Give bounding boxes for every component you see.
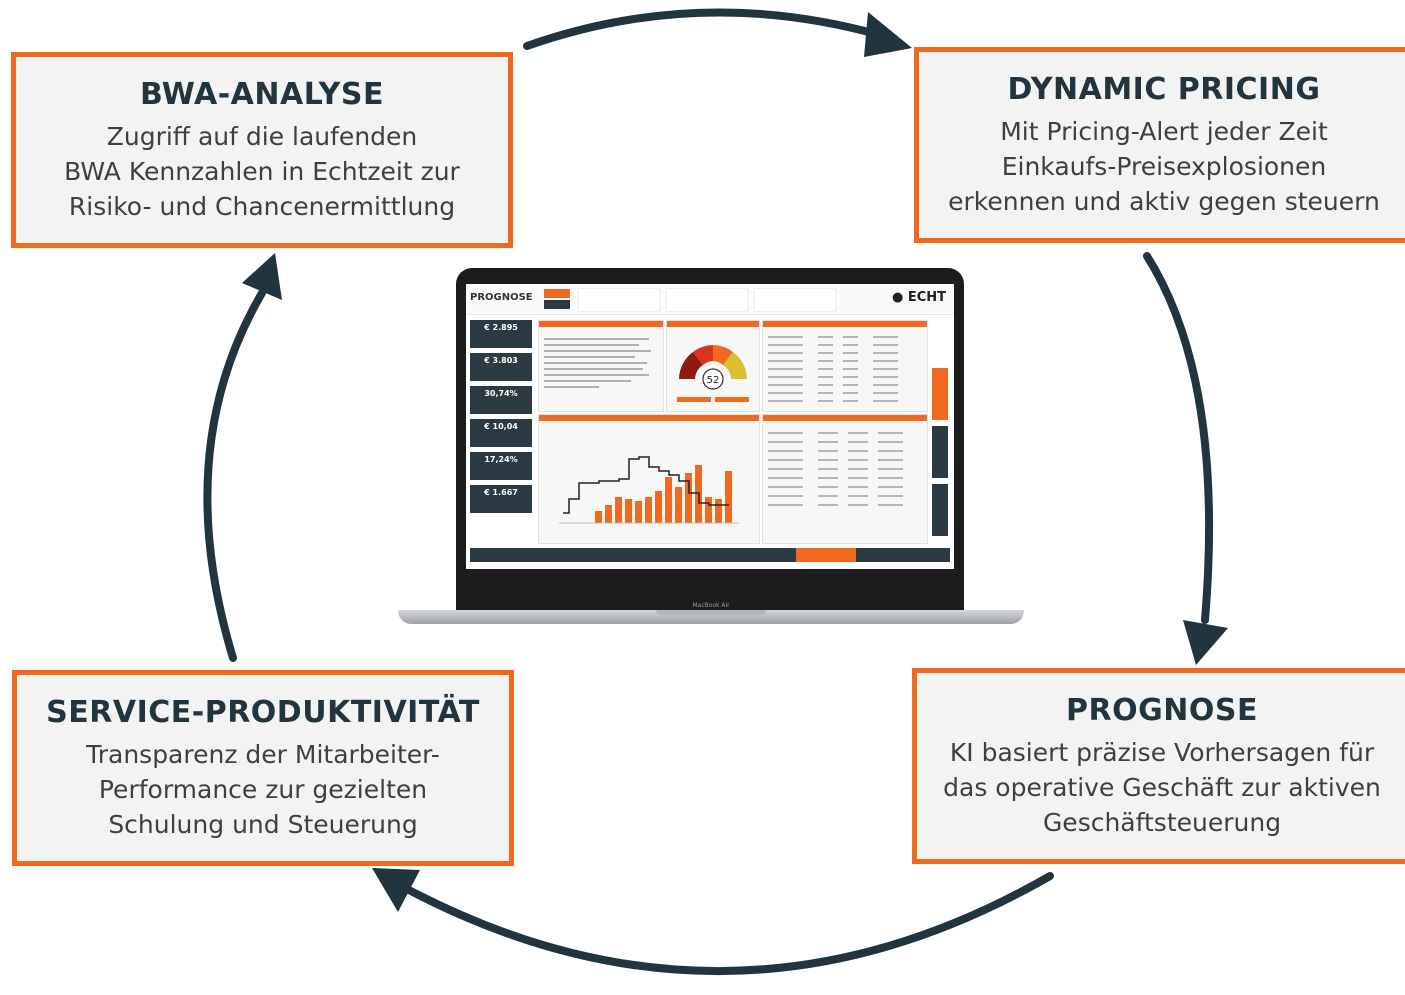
laptop-base: [398, 610, 1024, 624]
laptop-illustration: PROGNOSE ● ECHT € 2.895 € 3.803 30,74% €…: [398, 268, 1024, 636]
prognose-description: KI basiert präzise Vorhersagen für das o…: [917, 735, 1405, 840]
echt-logo-text: ECHT: [907, 290, 946, 305]
prognose-line-1: KI basiert präzise Vorhersagen für: [949, 738, 1375, 767]
kpi-card: 30,74%: [470, 386, 532, 414]
pricing-title: DYNAMIC PRICING: [1007, 72, 1321, 107]
panel-header-bar: [667, 321, 759, 327]
combo-chart: [559, 456, 739, 524]
table-panel-top: [762, 320, 928, 412]
placeholder-text-lines: [544, 338, 651, 388]
service-line-3: Schulung und Steuerung: [108, 810, 418, 839]
side-tab-active: [932, 368, 948, 420]
weather-card: [578, 288, 660, 312]
weather-card: [754, 288, 836, 312]
kpi-value: € 10,04: [484, 422, 518, 431]
arrow-head-top: [864, 12, 912, 57]
dashboard-bottom-nav: [470, 548, 950, 562]
weather-card: [666, 288, 748, 312]
prognose-box: PROGNOSE KI basiert präzise Vorhersagen …: [912, 668, 1405, 864]
kpi-value: 30,74%: [484, 389, 518, 398]
kpi-card: € 2.895: [470, 320, 532, 348]
prognose-line-3: Geschäftsteuerung: [1042, 808, 1282, 837]
dashboard-screen: PROGNOSE ● ECHT € 2.895 € 3.803 30,74% €…: [466, 284, 954, 569]
table-panel-bottom: [762, 414, 928, 544]
echt-logo: ● ECHT: [891, 290, 946, 305]
service-title: SERVICE-PRODUKTIVITÄT: [46, 695, 480, 730]
bwa-analyse-box: BWA-ANALYSE Zugriff auf die laufenden BW…: [11, 52, 513, 248]
arrow-head-left: [242, 253, 282, 300]
arrow-head-bottom: [372, 868, 420, 912]
panel-header-bar: [539, 321, 663, 327]
dashboard-nav-active-tab: [796, 548, 856, 562]
gauge-chart: 52: [677, 345, 749, 402]
service-description: Transparenz der Mitarbeiter- Performance…: [17, 737, 509, 842]
bwa-line-2: BWA Kennzahlen in Echtzeit zur: [64, 157, 460, 186]
arrow-bottom-arc: [401, 872, 1054, 976]
laptop-model-label: MacBook Air: [692, 602, 730, 609]
pricing-line-1: Mit Pricing-Alert jeder Zeit: [1000, 117, 1328, 146]
laptop-notch: [656, 610, 766, 615]
kpi-value: 17,24%: [484, 455, 518, 464]
kpi-column: € 2.895 € 3.803 30,74% € 10,04 17,24% € …: [470, 320, 532, 518]
dashboard-toggle-inactive: [544, 300, 570, 309]
kpi-card: 17,24%: [470, 452, 532, 480]
service-produktivitaet-box: SERVICE-PRODUKTIVITÄT Transparenz der Mi…: [12, 670, 514, 866]
bwa-line-3: Risiko- und Chancenermittlung: [68, 192, 456, 221]
side-tab: [932, 484, 948, 536]
panel-header-bar: [763, 415, 927, 421]
laptop-lid: PROGNOSE ● ECHT € 2.895 € 3.803 30,74% €…: [456, 268, 964, 613]
gauge-value: 52: [707, 375, 720, 386]
prognose-title: PROGNOSE: [1066, 693, 1258, 728]
bwa-description: Zugriff auf die laufenden BWA Kennzahlen…: [16, 119, 508, 224]
dashboard-toggle-active: [544, 289, 570, 298]
dashboard-title: PROGNOSE: [470, 292, 533, 303]
side-tab: [932, 426, 948, 478]
kpi-value: € 3.803: [484, 356, 518, 365]
panel-header-bar: [539, 415, 759, 421]
pricing-line-3: erkennen und aktiv gegen steuern: [948, 187, 1380, 216]
arrow-top-arc: [523, 8, 884, 50]
dynamic-pricing-box: DYNAMIC PRICING Mit Pricing-Alert jeder …: [914, 47, 1405, 243]
gauge-panel: 52: [666, 320, 760, 412]
arrow-right-arc: [1143, 252, 1214, 624]
table-placeholder-rows: [768, 432, 903, 506]
table-placeholder-rows: [768, 336, 898, 402]
kpi-card: € 10,04: [470, 419, 532, 447]
bwa-title: BWA-ANALYSE: [140, 77, 384, 112]
kpi-value: € 1.667: [484, 488, 518, 497]
pricing-description: Mit Pricing-Alert jeder Zeit Einkaufs-Pr…: [919, 114, 1405, 219]
arrow-head-right: [1183, 620, 1228, 665]
bwa-line-1: Zugriff auf die laufenden: [106, 122, 418, 151]
arrow-left-arc: [203, 289, 266, 662]
kpi-value: € 2.895: [484, 323, 518, 332]
service-line-2: Performance zur gezielten: [98, 775, 428, 804]
prognose-line-2: das operative Geschäft zur aktiven: [943, 773, 1381, 802]
pricing-line-2: Einkaufs-Preisexplosionen: [1001, 152, 1327, 181]
dashboard-header: PROGNOSE ● ECHT: [466, 284, 954, 315]
kpi-card: € 1.667: [470, 485, 532, 513]
info-text-panel: [538, 320, 664, 412]
service-line-1: Transparenz der Mitarbeiter-: [86, 740, 440, 769]
combo-chart-panel: [538, 414, 760, 544]
kpi-card: € 3.803: [470, 353, 532, 381]
panel-header-bar: [763, 321, 927, 327]
